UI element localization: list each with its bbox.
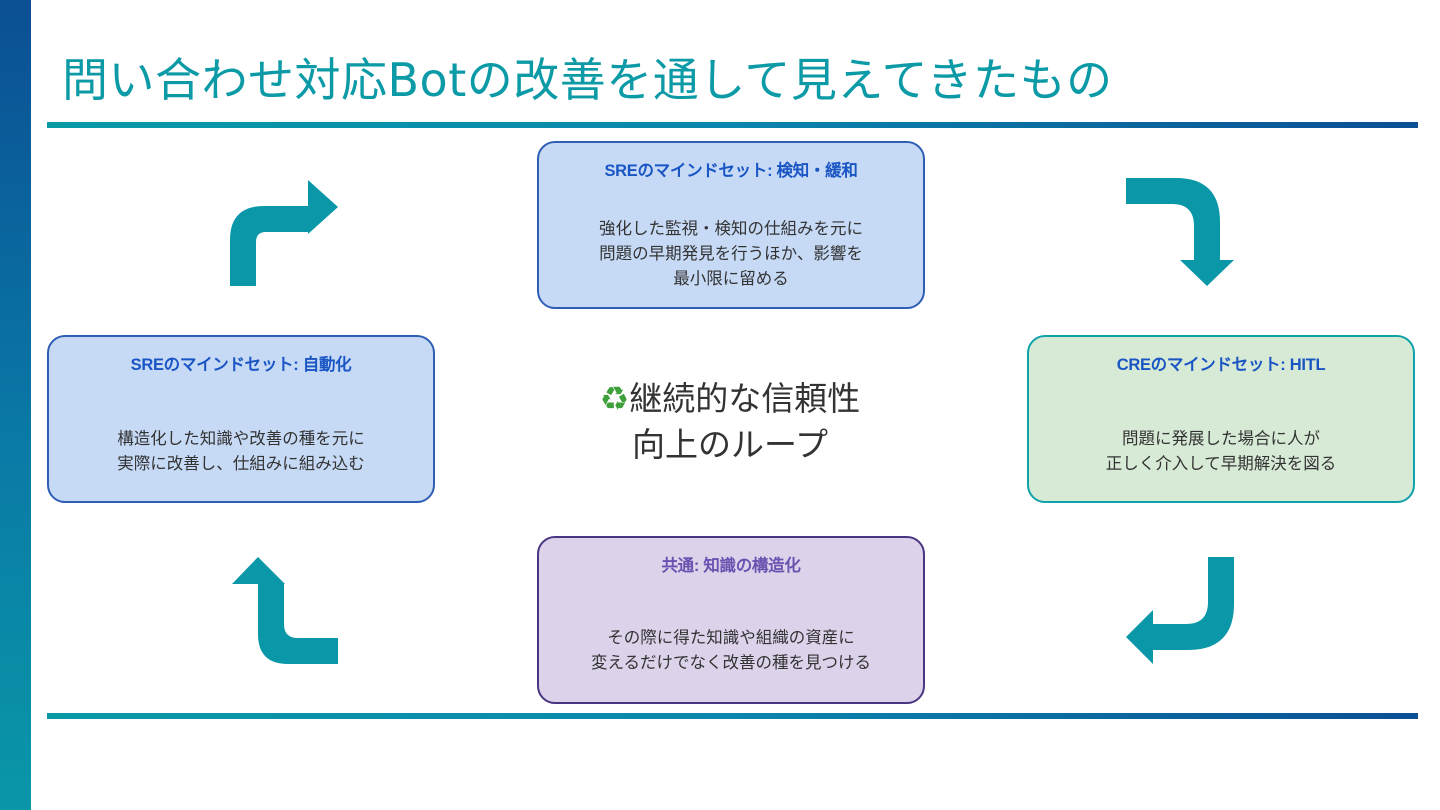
body-line: 最小限に留める	[673, 269, 789, 288]
recycle-icon: ♻	[599, 379, 630, 418]
sre-detection-card: SREのマインドセット: 検知・緩和 強化した監視・検知の仕組みを元に 問題の早…	[537, 141, 925, 309]
body-line: 正しく介入して早期解決を図る	[1105, 454, 1337, 473]
common-knowledge-card: 共通: 知識の構造化 その際に得た知識や組織の資産に 変えるだけでなく改善の種を…	[537, 536, 925, 704]
sre-detection-body: 強化した監視・検知の仕組みを元に 問題の早期発見を行うほか、影響を 最小限に留め…	[549, 216, 913, 291]
common-knowledge-body: その際に得た知識や組織の資産に 変えるだけでなく改善の種を見つける	[549, 625, 913, 675]
arrow-right-down-icon	[1126, 178, 1234, 286]
cre-hitl-title: CREのマインドセット: HITL	[1116, 356, 1326, 374]
arrow-left-up-icon	[232, 557, 338, 664]
body-line: 構造化した知識や改善の種を元に	[117, 429, 365, 448]
center-line-1: ♻継続的な信頼性	[560, 376, 900, 422]
arrow-up-right-icon	[230, 180, 338, 286]
cre-hitl-body: 問題に発展した場合に人が 正しく介入して早期解決を図る	[1039, 426, 1403, 476]
cycle-center-label: ♻継続的な信頼性 向上のループ	[560, 376, 900, 468]
body-line: 実際に改善し、仕組みに組み込む	[117, 454, 365, 473]
body-line: 変えるだけでなく改善の種を見つける	[590, 653, 871, 672]
center-text-line-2: 向上のループ	[631, 425, 829, 464]
center-text-line-1: 継続的な信頼性	[629, 379, 861, 418]
body-line: 強化した監視・検知の仕組みを元に	[599, 219, 863, 238]
sre-automation-title: SREのマインドセット: 自動化	[130, 356, 352, 374]
common-knowledge-title: 共通: 知識の構造化	[661, 557, 801, 575]
arrow-down-left-icon	[1126, 557, 1234, 664]
slide-title: 問い合わせ対応Botの改善を通して見えてきたもの	[62, 53, 1113, 107]
sre-detection-title: SREのマインドセット: 検知・緩和	[604, 162, 858, 180]
footer-divider	[47, 713, 1418, 719]
sre-automation-body: 構造化した知識や改善の種を元に 実際に改善し、仕組みに組み込む	[59, 426, 423, 476]
body-line: 問題に発展した場合に人が	[1122, 429, 1320, 448]
title-divider	[47, 122, 1418, 128]
cre-hitl-card: CREのマインドセット: HITL 問題に発展した場合に人が 正しく介入して早期…	[1027, 335, 1415, 503]
body-line: その際に得た知識や組織の資産に	[607, 628, 855, 647]
sre-automation-card: SREのマインドセット: 自動化 構造化した知識や改善の種を元に 実際に改善し、…	[47, 335, 435, 503]
left-accent-band	[0, 0, 31, 810]
body-line: 問題の早期発見を行うほか、影響を	[599, 244, 863, 263]
